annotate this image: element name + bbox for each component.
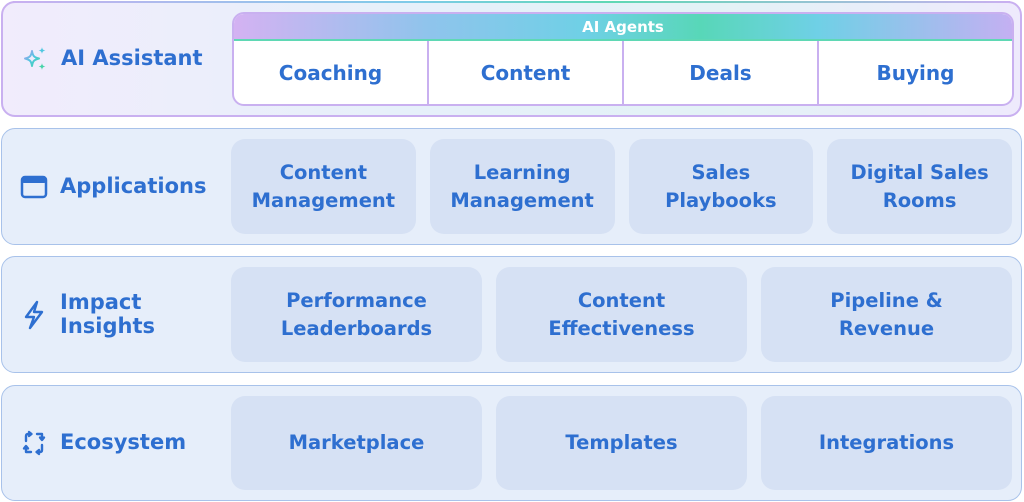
tile-marketplace[interactable]: Marketplace: [231, 396, 482, 490]
tile-performance-leaderboards[interactable]: Performance Leaderboards: [231, 267, 482, 362]
window-icon: [20, 173, 48, 201]
tile-digital-sales-rooms[interactable]: Digital Sales Rooms: [827, 139, 1012, 234]
tile-integrations[interactable]: Integrations: [761, 396, 1012, 490]
tile-content-effectiveness[interactable]: Content Effectiveness: [496, 267, 747, 362]
sparkles-icon: [21, 45, 49, 73]
agent-content[interactable]: Content: [429, 41, 624, 104]
applications-row: Applications Content Management Learning…: [1, 128, 1022, 245]
impact-insights-title: Impact Insights: [60, 290, 155, 338]
impact-insights-label: Impact Insights: [20, 257, 155, 372]
ecosystem-title: Ecosystem: [60, 430, 187, 455]
agent-buying[interactable]: Buying: [876, 60, 955, 85]
agent-coaching[interactable]: Coaching: [234, 41, 429, 104]
ai-assistant-title: AI Assistant: [61, 46, 203, 71]
tile-learning-management[interactable]: Learning Management: [429, 139, 615, 234]
refresh-arrows-icon: [20, 429, 48, 457]
lightning-icon: [20, 300, 48, 329]
ai-assistant-label: AI Assistant: [21, 3, 203, 115]
agent-deals[interactable]: Deals: [624, 41, 819, 104]
tile-content-management[interactable]: Content Management: [231, 139, 416, 234]
ai-agents-panel: AI Agents Coaching Content Deals Buying: [232, 12, 1014, 106]
ai-agents-header: AI Agents: [234, 14, 1012, 41]
tile-templates[interactable]: Templates: [496, 396, 747, 490]
ecosystem-label: Ecosystem: [20, 386, 186, 500]
ecosystem-row: Ecosystem Marketplace Templates Integrat…: [1, 385, 1022, 501]
applications-title: Applications: [60, 173, 207, 198]
tile-sales-playbooks[interactable]: Sales Playbooks: [628, 139, 814, 234]
impact-insights-row: Impact Insights Performance Leaderboards…: [1, 256, 1022, 373]
tile-pipeline-revenue[interactable]: Pipeline & Revenue: [761, 267, 1012, 362]
ai-assistant-row: AI Assistant AI Agents Coaching Content …: [1, 1, 1022, 117]
applications-label: Applications: [20, 129, 206, 244]
